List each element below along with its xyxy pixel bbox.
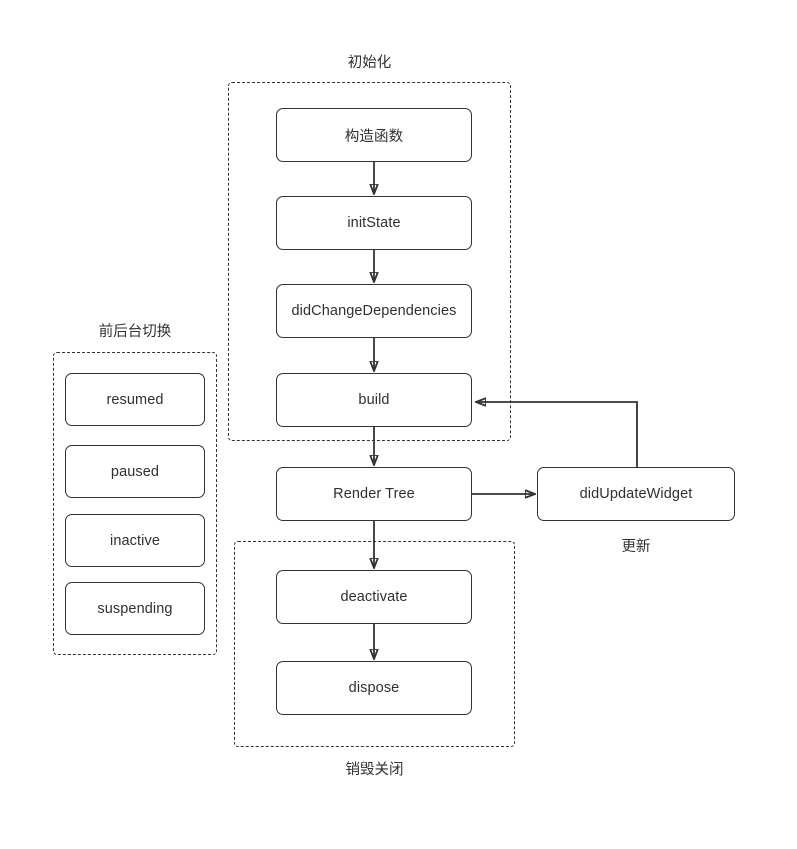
node-inactive[interactable]: inactive [65, 514, 205, 567]
group-initialization [228, 82, 511, 441]
group-label-lifecycle: 前后台切换 [98, 324, 172, 340]
node-build[interactable]: build [276, 373, 472, 427]
node-render-tree[interactable]: Render Tree [276, 467, 472, 521]
node-did-change-dependencies[interactable]: didChangeDependencies [276, 284, 472, 338]
node-did-update-widget[interactable]: didUpdateWidget [537, 467, 735, 521]
node-paused[interactable]: paused [65, 445, 205, 498]
node-constructor[interactable]: 构造函数 [276, 108, 472, 162]
group-label-update: 更新 [621, 539, 651, 555]
node-dispose[interactable]: dispose [276, 661, 472, 715]
node-suspending[interactable]: suspending [65, 582, 205, 635]
group-lifecycle [53, 352, 217, 655]
node-init-state[interactable]: initState [276, 196, 472, 250]
group-label-destroy: 销毁关闭 [345, 762, 404, 778]
node-deactivate[interactable]: deactivate [276, 570, 472, 624]
node-resumed[interactable]: resumed [65, 373, 205, 426]
group-label-initialization: 初始化 [347, 55, 392, 71]
